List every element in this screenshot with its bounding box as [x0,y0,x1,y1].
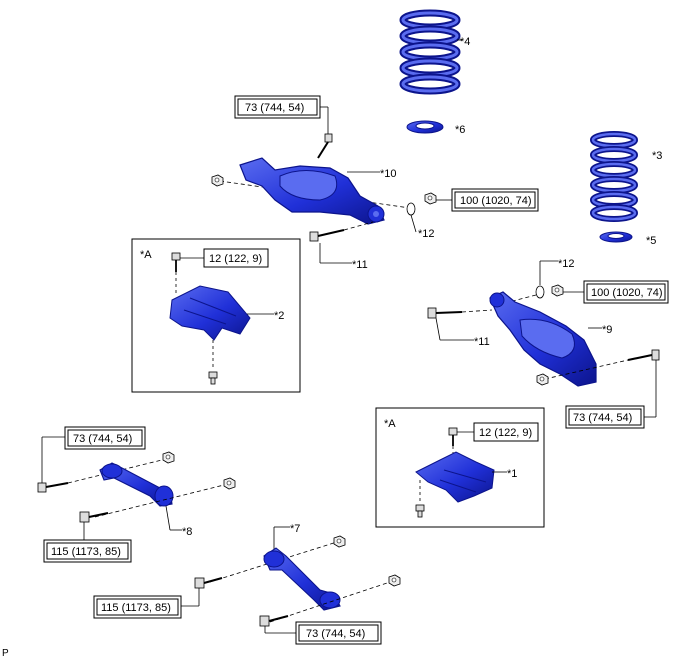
nut [223,477,236,490]
torque-spec-value: 115 (1173, 85) [51,546,121,558]
torque-spec-value: 73 (744, 54) [73,433,132,445]
coil-spring-4 [399,9,461,95]
torque-spec-box: 73 (744, 54) [64,426,146,450]
bolt [79,511,109,523]
inset-label: *A [384,418,396,430]
callout-2: *2 [274,310,284,322]
callout-5: *5 [646,235,656,247]
link-7 [263,547,341,611]
nut [424,192,437,205]
washer-12 [535,285,545,299]
bolt-11 [309,229,345,242]
torque-spec-value: 73 (744, 54) [245,102,304,114]
callout-10: *10 [380,168,397,180]
callout-12: *12 [558,258,575,270]
torque-spec-box: 100 (1020, 74) [451,188,539,212]
spring-insulator-6 [406,120,444,134]
lower-arm-9 [489,291,597,387]
bolt [194,577,223,589]
torque-spec-box: 12 (122, 9) [203,248,269,268]
torque-spec-value: 100 (1020, 74) [460,195,532,207]
lower-arm-10 [239,157,385,225]
torque-spec-box: 73 (744, 54) [234,95,321,119]
bolt-11 [427,307,463,319]
callout-12: *12 [418,228,435,240]
callout-11: *11 [474,336,490,348]
callout-6: *6 [455,124,465,136]
nut [388,574,401,587]
torque-spec-box: 115 (1173, 85) [43,539,132,563]
nut [333,535,346,548]
torque-spec-value: 12 (122, 9) [479,427,532,439]
nut [551,284,564,297]
nut [536,373,549,386]
bolt [37,482,69,493]
torque-spec-value: 12 (122, 9) [209,253,262,265]
torque-spec-value: 73 (744, 54) [573,412,632,424]
bolt [171,252,181,272]
illustration-code: P [2,648,9,658]
torque-spec-box: 73 (744, 54) [565,405,645,429]
callout-7: *7 [290,523,300,535]
callout-3: *3 [652,150,662,162]
washer-12 [406,202,416,216]
callout-4: *4 [460,36,470,48]
torque-spec-box: 115 (1173, 85) [93,595,182,619]
torque-spec-value: 115 (1173, 85) [101,602,171,614]
callout-8: *8 [182,526,192,538]
nut [211,174,224,187]
torque-spec-box: 100 (1020, 74) [583,280,669,304]
bolt [259,615,289,627]
torque-spec-value: 73 (744, 54) [306,628,365,640]
bolt [208,371,218,385]
callout-9: *9 [602,324,612,336]
spring-insulator-5 [599,231,633,243]
callout-11: *11 [352,259,368,271]
inset-a-left-frame [131,238,301,393]
bolt [415,504,425,518]
coil-spring-3 [590,131,638,222]
torque-spec-value: 100 (1020, 74) [591,287,663,299]
callout-1: *1 [507,468,517,480]
inset-a-right-frame [375,407,545,528]
bracket-1 [415,451,495,503]
link-8 [99,462,174,507]
bolt [317,133,333,159]
bracket-2 [169,285,251,341]
bolt [627,349,660,361]
torque-spec-box: 73 (744, 54) [295,621,382,645]
bolt [448,427,458,446]
torque-spec-box: 12 (122, 9) [473,422,539,442]
inset-label: *A [140,249,152,261]
nut [162,451,175,464]
